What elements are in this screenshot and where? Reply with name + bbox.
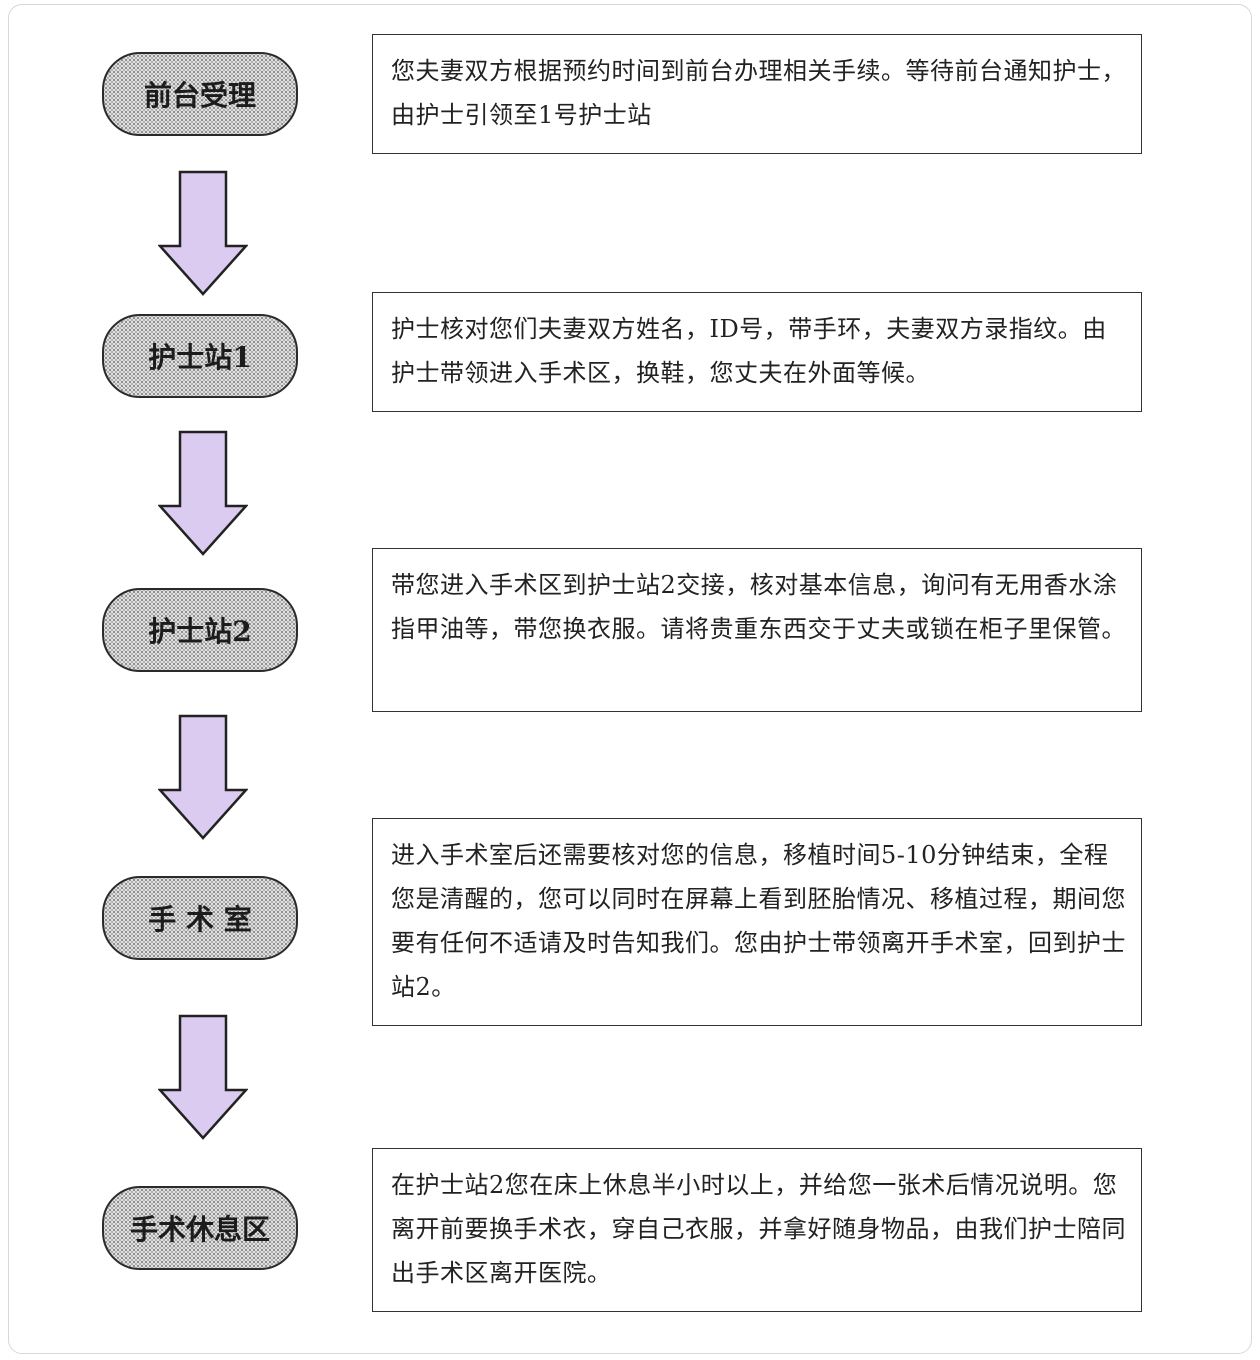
step-label-nurse-station-1: 护士站1 — [148, 341, 252, 374]
down-arrow-1-shape — [158, 170, 248, 296]
down-arrow-3-shape — [158, 714, 248, 840]
down-arrow-3 — [158, 714, 248, 840]
down-arrow-1 — [158, 170, 248, 296]
down-arrow-4-shape — [158, 1014, 248, 1140]
step-pill-operating-room: 手 术 室 — [102, 876, 298, 960]
step-label-nurse-station-2: 护士站2 — [148, 615, 252, 648]
step-description-box-reception: 您夫妻双方根据预约时间到前台办理相关手续。等待前台通知护士，由护士引领至1号护士… — [372, 34, 1142, 154]
step-description-box-operating-room: 进入手术室后还需要核对您的信息，移植时间5-10分钟结束，全程您是清醒的，您可以… — [372, 818, 1142, 1026]
step-description-reception: 您夫妻双方根据预约时间到前台办理相关手续。等待前台通知护士，由护士引领至1号护士… — [391, 57, 1126, 129]
down-arrow-2-shape — [158, 430, 248, 556]
diagram-frame — [8, 4, 1252, 1354]
step-description-nurse-station-1: 护士核对您们夫妻双方姓名，ID号，带手环，夫妻双方录指纹。由护士带领进入手术区，… — [391, 315, 1107, 387]
step-label-reception: 前台受理 — [143, 79, 256, 112]
step-pill-recovery-area: 手术休息区 — [102, 1186, 298, 1270]
step-description-recovery-area: 在护士站2您在床上休息半小时以上，并给您一张术后情况说明。您离开前要换手术衣，穿… — [391, 1171, 1126, 1287]
step-pill-nurse-station-2: 护士站2 — [102, 588, 298, 672]
step-description-box-recovery-area: 在护士站2您在床上休息半小时以上，并给您一张术后情况说明。您离开前要换手术衣，穿… — [372, 1148, 1142, 1312]
step-pill-nurse-station-1: 护士站1 — [102, 314, 298, 398]
step-description-box-nurse-station-1: 护士核对您们夫妻双方姓名，ID号，带手环，夫妻双方录指纹。由护士带领进入手术区，… — [372, 292, 1142, 412]
step-description-nurse-station-2: 带您进入手术区到护士站2交接，核对基本信息，询问有无用香水涂指甲油等，带您换衣服… — [391, 571, 1126, 643]
step-description-box-nurse-station-2: 带您进入手术区到护士站2交接，核对基本信息，询问有无用香水涂指甲油等，带您换衣服… — [372, 548, 1142, 712]
step-label-recovery-area: 手术休息区 — [129, 1213, 270, 1246]
step-description-operating-room: 进入手术室后还需要核对您的信息，移植时间5-10分钟结束，全程您是清醒的，您可以… — [391, 841, 1126, 1001]
down-arrow-4 — [158, 1014, 248, 1140]
step-pill-reception: 前台受理 — [102, 52, 298, 136]
down-arrow-2 — [158, 430, 248, 556]
step-label-operating-room: 手 术 室 — [148, 903, 252, 936]
